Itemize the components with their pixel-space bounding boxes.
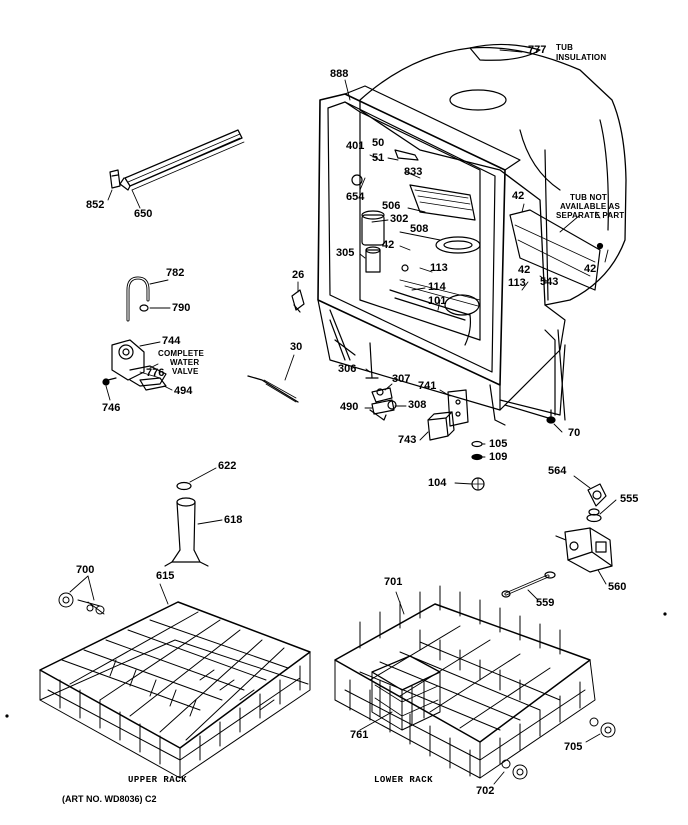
lower-rack <box>334 585 616 785</box>
label-306: 306 <box>338 363 357 375</box>
label-104: 104 <box>428 477 447 489</box>
label-741: 741 <box>418 380 437 392</box>
label-307: 307 <box>392 373 411 385</box>
label-555: 555 <box>620 493 639 505</box>
caption-art-number: (ART NO. WD8036) C2 <box>62 794 157 804</box>
label-101: 101 <box>428 295 447 307</box>
label-305: 305 <box>336 247 355 259</box>
callout-tub-not-available-line3: SEPARATE PART <box>556 211 625 220</box>
callout-water-valve-line3: VALVE <box>172 367 199 376</box>
label-560: 560 <box>608 581 627 593</box>
callout-tub-not-available-line2: AVAILABLE AS <box>560 202 621 211</box>
label-743: 743 <box>398 434 417 446</box>
label-782: 782 <box>166 267 185 279</box>
label-113-a: 113 <box>430 262 448 274</box>
label-776: 776 <box>146 367 165 379</box>
label-852: 852 <box>86 199 105 211</box>
callout-tub-insulation-line2: INSULATION <box>556 53 607 62</box>
pump-parts <box>501 475 617 601</box>
label-494: 494 <box>174 385 193 397</box>
callout-tub-not-available-line1: TUB NOT <box>570 193 607 202</box>
label-761: 761 <box>350 729 369 741</box>
label-701: 701 <box>384 576 403 588</box>
label-622: 622 <box>218 460 237 472</box>
label-109: 109 <box>489 451 508 463</box>
label-746: 746 <box>102 402 121 414</box>
callout-water-valve-line1: COMPLETE <box>158 349 205 358</box>
label-888: 888 <box>330 68 349 80</box>
label-308: 308 <box>408 399 427 411</box>
label-42-c: 42 <box>518 264 531 276</box>
label-654: 654 <box>346 191 365 203</box>
label-42-a: 42 <box>382 239 395 251</box>
label-113-b: 113 <box>508 277 526 289</box>
label-42-d: 42 <box>584 263 597 275</box>
caption-upper-rack: UPPER RACK <box>128 775 188 785</box>
label-30: 30 <box>290 341 303 353</box>
label-559: 559 <box>536 597 555 609</box>
label-490: 490 <box>340 401 359 413</box>
upper-rack <box>39 575 311 779</box>
label-744: 744 <box>162 335 181 347</box>
callout-water-valve-line2: WATER <box>170 358 200 367</box>
label-42-b: 42 <box>512 190 525 202</box>
tub-assembly <box>317 43 627 426</box>
label-777: 777 <box>528 44 547 56</box>
label-702: 702 <box>476 785 495 797</box>
label-615: 615 <box>156 570 175 582</box>
label-833: 833 <box>404 166 423 178</box>
label-705: 705 <box>564 741 583 753</box>
label-401: 401 <box>346 140 365 152</box>
label-790: 790 <box>172 302 191 314</box>
label-564: 564 <box>548 465 567 477</box>
label-51: 51 <box>372 152 385 164</box>
label-543: 543 <box>540 276 559 288</box>
label-105: 105 <box>489 438 508 450</box>
callout-tub-insulation-line1: TUB <box>556 43 574 52</box>
label-302: 302 <box>390 213 409 225</box>
label-506: 506 <box>382 200 401 212</box>
label-50: 50 <box>372 137 385 149</box>
label-26: 26 <box>292 269 305 281</box>
label-618: 618 <box>224 514 243 526</box>
caption-lower-rack: LOWER RACK <box>374 775 434 785</box>
label-508: 508 <box>410 223 429 235</box>
tub-hardware <box>247 281 563 491</box>
label-114: 114 <box>428 281 446 293</box>
label-70: 70 <box>568 427 581 439</box>
spray-tower <box>164 467 223 567</box>
label-650: 650 <box>134 208 153 220</box>
left-parts <box>102 129 245 401</box>
label-700: 700 <box>76 564 95 576</box>
